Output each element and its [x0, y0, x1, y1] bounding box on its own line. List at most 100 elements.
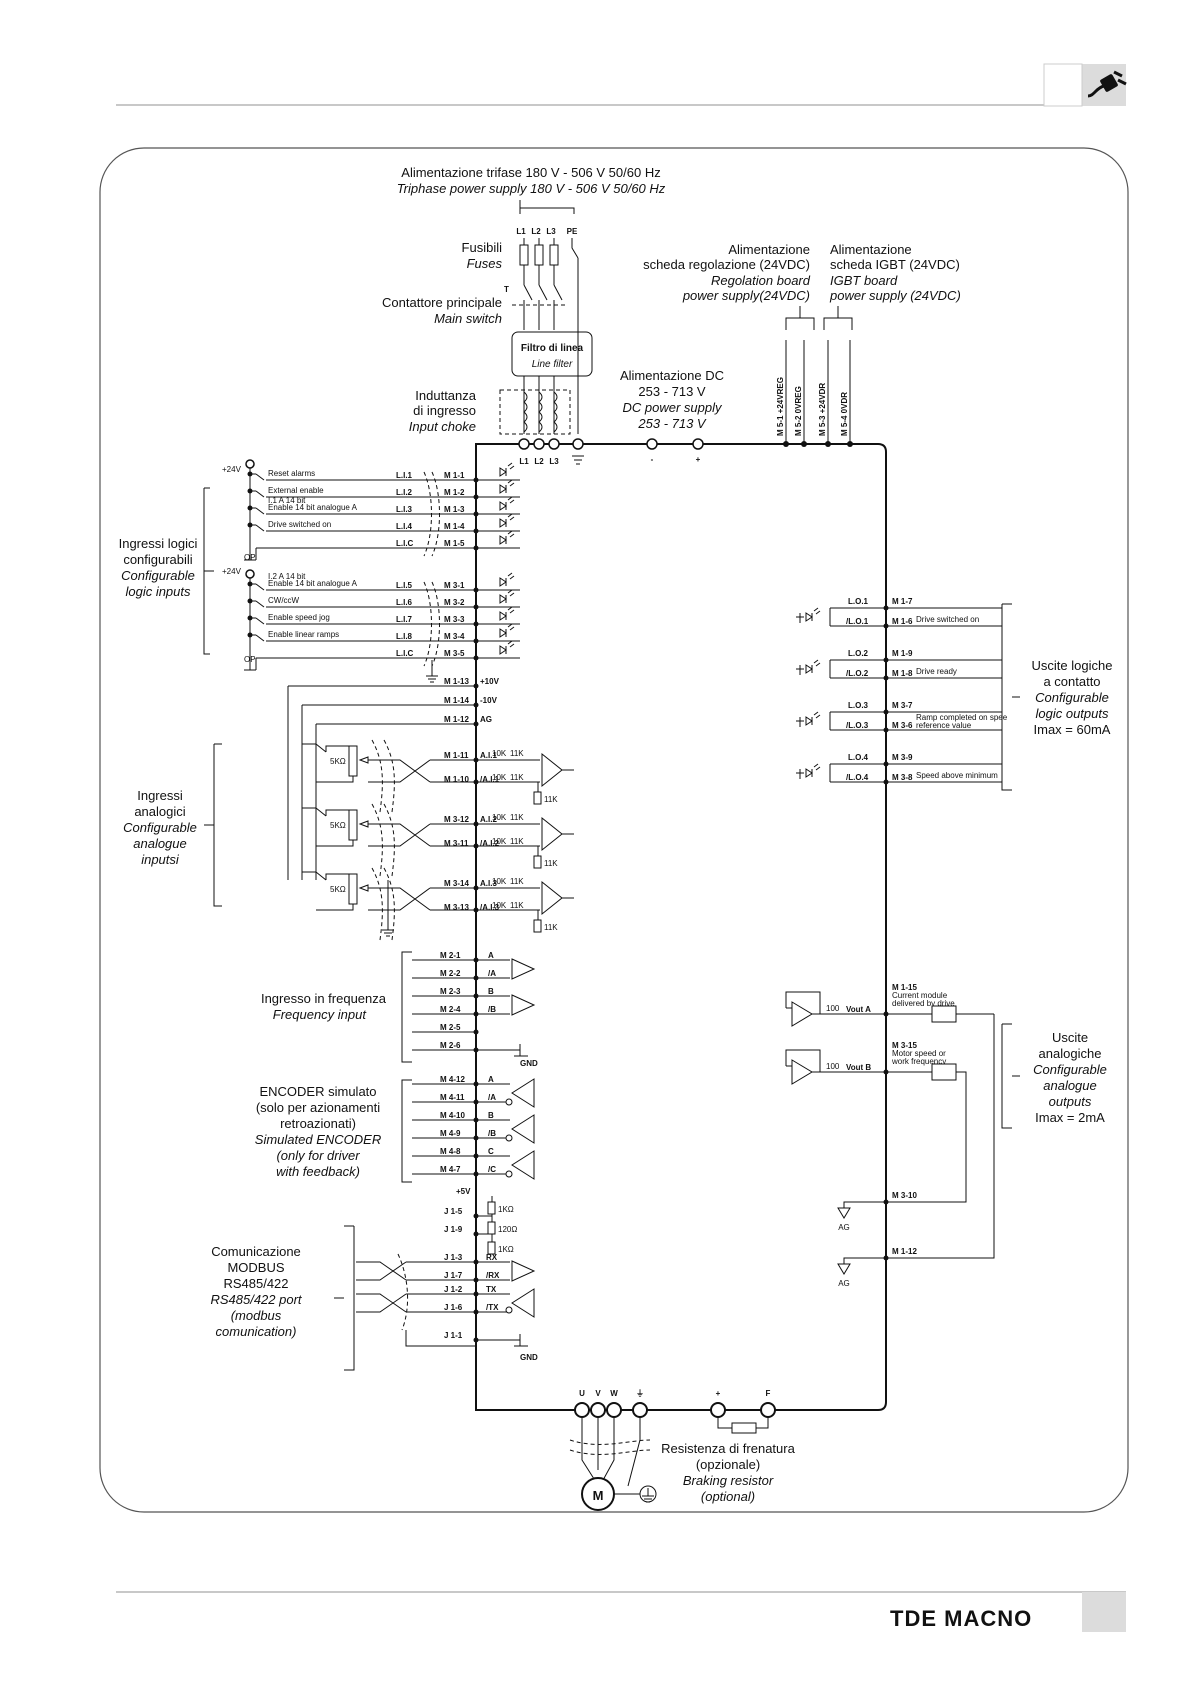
igbt-supply-en1: IGBT board [830, 273, 898, 288]
modbus-term-1: J 1-5 [444, 1207, 463, 1216]
lo-label-3: Ramp completed on spee [916, 713, 1008, 722]
phase-l2: L2 [531, 227, 541, 236]
reg-supply-it1: Alimentazione [728, 242, 810, 257]
lo-code1-1: L.O.1 [848, 597, 869, 606]
ai-3-term-1: M 3-14 [444, 879, 469, 888]
analog-outputs-title-6: Imax = 2mA [1035, 1110, 1105, 1125]
ai-2-shield-2 [383, 803, 395, 877]
ai-1-opamp [541, 752, 563, 788]
brake-title-2: (opzionale) [696, 1457, 760, 1472]
encoder-term-4: M 4-9 [440, 1129, 461, 1138]
choke-label-en: Input choke [409, 419, 476, 434]
freq-gnd-icon [514, 1044, 528, 1057]
encoder-term-1: M 4-12 [440, 1075, 465, 1084]
lo-term1-2: M 1-9 [892, 649, 913, 658]
lo-code2-1: /L.O.1 [846, 617, 869, 626]
lo-term1-1: M 1-7 [892, 597, 913, 606]
footer-tab [1082, 1592, 1126, 1632]
supply-wires [785, 340, 851, 444]
modbus-tx-driver [511, 1288, 535, 1318]
encoder-title-1: ENCODER simulato [259, 1084, 376, 1099]
logic-outputs-bracket [1001, 603, 1020, 791]
li-g2-switch-1 [255, 583, 265, 591]
li-g1-opto-4 [499, 518, 507, 528]
freq-bracket [401, 951, 412, 1063]
ai-1-sig-2: /A.I.1 [480, 775, 500, 784]
lo-opto-lead-4 [796, 769, 804, 779]
lo-term2-3: M 3-6 [892, 721, 913, 730]
li-g2-opto-2-rays [507, 589, 515, 597]
li-g1-label-2: External enable [268, 486, 324, 495]
ai-1-sig-1: A.I.1 [480, 751, 497, 760]
li-g2-label-3: Enable speed jog [268, 613, 330, 622]
ao-ag-label-2: AG [838, 1279, 850, 1288]
li-g2-opto-2 [499, 594, 507, 604]
li-g2-v24-terminal [245, 569, 255, 579]
freq-term-1: M 2-1 [440, 951, 461, 960]
mains-title-it: Alimentazione trifase 180 V - 506 V 50/6… [401, 165, 660, 180]
logic-outputs-title-5: Imax = 60mA [1034, 722, 1111, 737]
motor-terminal-6 [760, 1402, 776, 1418]
ai-2-term-2: M 3-11 [444, 839, 469, 848]
freq-sig-1: A [488, 951, 494, 960]
encoder-term-6: M 4-7 [440, 1165, 461, 1174]
igbt-supply-it1: Alimentazione [830, 242, 912, 257]
modbus-term-3: J 1-3 [444, 1253, 463, 1262]
motor-term-label-1: U [579, 1389, 585, 1398]
encoder-sig-5: C [488, 1147, 494, 1156]
lo-node1-1 [883, 605, 889, 611]
m5-3-label: M 5-3 +24VDR [818, 383, 827, 436]
contactor-label-it: Contattore principale [382, 295, 502, 310]
rail-node-1 [473, 683, 479, 689]
modbus-title-6: comunication) [216, 1324, 297, 1339]
motor-shield [569, 1439, 651, 1445]
ai-3-term-2: M 3-13 [444, 903, 469, 912]
lo-term2-1: M 1-6 [892, 617, 913, 626]
dc-plus-terminal [692, 438, 704, 450]
li-g2-code-4: L.I.8 [396, 632, 413, 641]
modbus-gnd-icon [514, 1334, 528, 1347]
ground-icon [572, 455, 584, 465]
encoder-term-2: M 4-11 [440, 1093, 465, 1102]
modbus-r3-label: 1KΩ [498, 1245, 514, 1254]
ai-2-r11k-2: 11K [510, 837, 524, 846]
logic-inputs-title-4: logic inputs [125, 584, 191, 599]
ai-2-pot [348, 809, 358, 841]
ao-meter-1 [931, 1005, 957, 1023]
ai-3-sig-1: A.I.3 [480, 879, 497, 888]
mains-bracket [519, 200, 574, 214]
fuses-label-en: Fuses [467, 256, 503, 271]
ai-3-r11k-body [533, 919, 542, 933]
fuses-label-it: Fusibili [462, 240, 503, 255]
modbus-v5: +5V [456, 1187, 471, 1196]
li-g2-opto-5 [499, 645, 507, 655]
ao-return-a [886, 1014, 995, 1259]
modbus-term-5: J 1-2 [444, 1285, 463, 1294]
li-g1-switch-2 [255, 490, 265, 498]
ao-term-1: M 1-15 [892, 983, 917, 992]
analog-outputs-title-2: analogiche [1039, 1046, 1102, 1061]
modbus-title-3: RS485/422 [223, 1276, 288, 1291]
li-g2-opto-4-rays [507, 623, 515, 631]
ai-1-pot [348, 745, 358, 777]
dc-range: 253 - 713 V [638, 384, 706, 399]
lo-label-2: Drive ready [916, 667, 957, 676]
logic-outputs-title-1: Uscite logiche [1032, 658, 1113, 673]
rail-label-3: AG [480, 715, 492, 724]
li-g2-switch-3 [255, 617, 265, 625]
li-g1-label-1: Reset alarms [268, 469, 315, 478]
lo-code2-2: /L.O.2 [846, 669, 869, 678]
li-g1-term-4: M 1-4 [444, 522, 465, 531]
encoder-term-3: M 4-10 [440, 1111, 465, 1120]
li-g1-opto-1-rays [507, 462, 515, 470]
lo-opto-3 [805, 716, 813, 726]
li-g1-term-2: M 1-2 [444, 488, 465, 497]
brake-title-1: Resistenza di frenatura [661, 1441, 795, 1456]
lo-label-1: Drive switched on [916, 615, 979, 624]
ai-3-r10k-1: 10K [492, 877, 507, 886]
supply-brackets [785, 306, 853, 330]
ai-1-pot-label: 5KΩ [330, 757, 346, 766]
